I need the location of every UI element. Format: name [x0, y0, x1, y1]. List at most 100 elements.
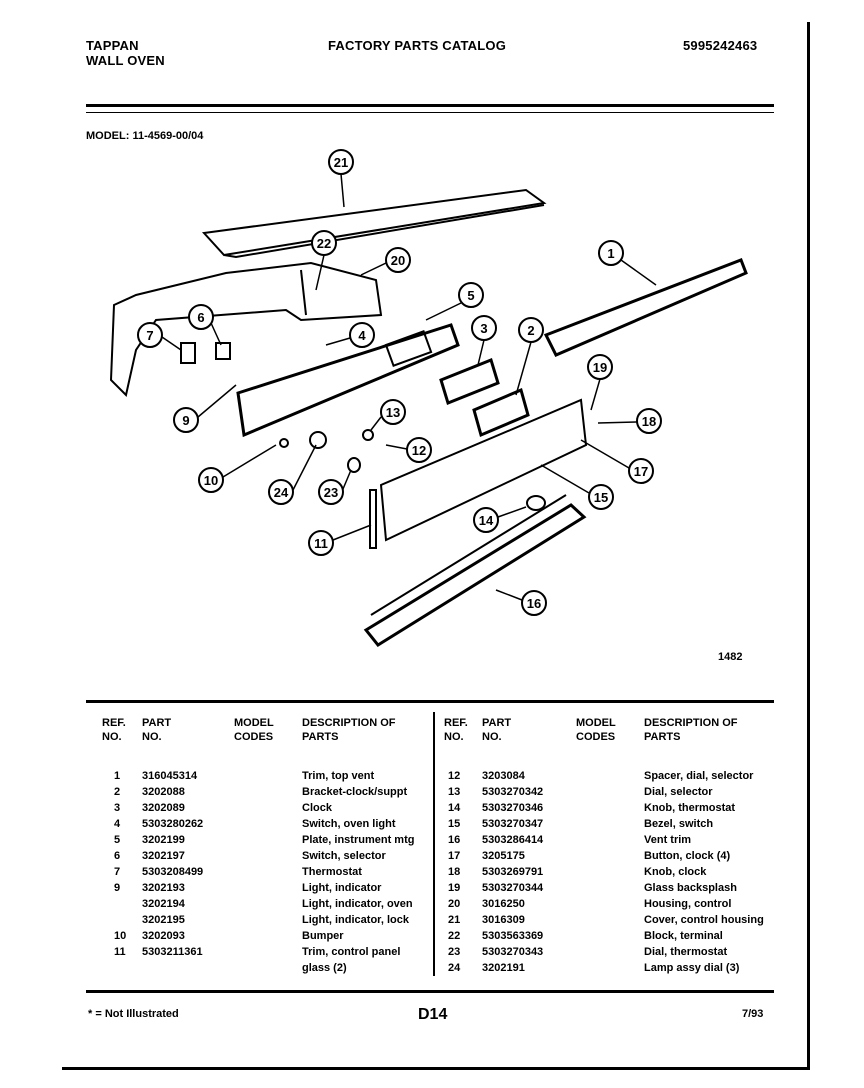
right-ref-cell: 12	[448, 770, 461, 782]
svg-text:24: 24	[274, 485, 289, 500]
footer-note: * = Not Illustrated	[88, 1008, 179, 1020]
right-ref-cell: 17	[448, 850, 461, 862]
right-desc-cell: Cover, control housing	[644, 914, 764, 926]
right-ref-cell: 13	[448, 786, 461, 798]
header-model-right: MODEL CODES	[576, 717, 616, 743]
right-ref-cell: 14	[448, 802, 461, 814]
header-part-right: PART NO.	[482, 717, 512, 743]
left-desc-cell: Switch, oven light	[302, 818, 396, 830]
page-frame	[62, 22, 810, 1070]
left-desc-cell: Plate, instrument mtg	[302, 834, 415, 846]
left-ref-cell: 5	[114, 834, 121, 846]
catalog-title: FACTORY PARTS CATALOG	[328, 38, 507, 53]
footer-rule	[86, 990, 774, 993]
left-part-cell: 3202088	[142, 786, 185, 798]
right-part-cell: 3016309	[482, 914, 525, 926]
right-ref-cell: 18	[448, 866, 461, 878]
left-part-cell: 3202093	[142, 930, 185, 942]
catalog-number: 5995242463	[683, 38, 758, 53]
left-part-cell: 3202195	[142, 914, 185, 926]
svg-text:7: 7	[146, 328, 153, 343]
left-ref-cell: 10	[114, 930, 127, 942]
svg-text:10: 10	[204, 473, 218, 488]
brand-block: TAPPAN WALL OVEN	[86, 38, 165, 68]
left-desc-cell: Trim, control panel	[302, 946, 401, 958]
svg-text:22: 22	[317, 236, 331, 251]
right-part-cell: 5303270342	[482, 786, 544, 798]
svg-text:11: 11	[314, 536, 328, 551]
svg-text:3: 3	[480, 321, 487, 336]
header-ref-right: REF. NO.	[444, 717, 468, 743]
left-part-cell: 3202193	[142, 882, 185, 894]
brand-line-1: TAPPAN	[86, 38, 139, 53]
svg-text:9: 9	[182, 413, 189, 428]
right-desc-cell: Block, terminal	[644, 930, 723, 942]
left-part-cell: 316045314	[142, 770, 198, 782]
right-desc-cell: Vent trim	[644, 834, 692, 846]
header-rule	[86, 104, 774, 113]
right-ref-cell: 15	[448, 818, 461, 830]
right-ref-cell: 16	[448, 834, 461, 846]
svg-text:18: 18	[642, 414, 656, 429]
svg-text:4: 4	[358, 328, 366, 343]
brand-line-2: WALL OVEN	[86, 53, 165, 68]
right-part-cell: 5303270347	[482, 818, 544, 830]
right-ref-cell: 21	[448, 914, 461, 926]
right-ref-cell: 22	[448, 930, 461, 942]
svg-text:20: 20	[391, 253, 405, 268]
left-desc-cell: Thermostat	[302, 866, 362, 878]
left-ref-cell: 3	[114, 802, 121, 814]
left-desc-cell: Light, indicator	[302, 882, 382, 894]
table-top-rule	[86, 700, 774, 703]
svg-text:5: 5	[467, 288, 474, 303]
left-part-cell: 3202199	[142, 834, 185, 846]
right-desc-cell: Glass backsplash	[644, 882, 737, 894]
svg-text:6: 6	[197, 310, 204, 325]
model-label: MODEL: 11-4569-00/04	[86, 130, 204, 142]
left-desc-cell: Bracket-clock/suppt	[302, 786, 408, 798]
header-desc-left: DESCRIPTION OF PARTS	[302, 717, 396, 743]
left-desc-cell: Switch, selector	[302, 850, 386, 862]
footer-date: 7/93	[742, 1008, 764, 1020]
left-part-cell: 5303280262	[142, 818, 204, 830]
left-desc-cell: Light, indicator, lock	[302, 914, 409, 926]
right-ref-cell: 24	[448, 962, 461, 974]
left-desc-cell: Trim, top vent	[302, 770, 375, 782]
left-ref-cell: 6	[114, 850, 121, 862]
svg-text:14: 14	[479, 513, 494, 528]
table-divider	[433, 712, 435, 976]
right-desc-cell: Knob, thermostat	[644, 802, 736, 814]
right-part-cell: 5303270343	[482, 946, 544, 958]
right-desc-cell: Bezel, switch	[644, 818, 714, 830]
svg-text:17: 17	[634, 464, 648, 479]
left-ref-cell: 4	[114, 818, 121, 830]
header-desc-right: DESCRIPTION OF PARTS	[644, 717, 738, 743]
header-part-left: PART NO.	[142, 717, 172, 743]
right-part-cell: 5303269791	[482, 866, 544, 878]
callout-21: 21	[334, 155, 348, 170]
right-desc-cell: Housing, control	[644, 898, 732, 910]
left-part-cell: 5303211361	[142, 946, 203, 958]
right-part-cell: 5303270346	[482, 802, 544, 814]
page-number: D14	[418, 1006, 448, 1023]
svg-text:12: 12	[412, 443, 426, 458]
left-desc-cell: Light, indicator, oven	[302, 898, 413, 910]
right-ref-cell: 20	[448, 898, 461, 910]
svg-text:1: 1	[607, 246, 614, 261]
left-desc-cell: Clock	[302, 802, 332, 814]
parts-table: REF. NO. PART NO. MODEL CODES DESCRIPTIO…	[86, 712, 776, 980]
header-model-left: MODEL CODES	[234, 717, 274, 743]
right-desc-cell: Spacer, dial, selector	[644, 770, 754, 782]
left-part-cell: 3202194	[142, 898, 185, 910]
right-ref-cell: 19	[448, 882, 461, 894]
left-part-cell: 3202089	[142, 802, 185, 814]
left-ref-cell: 9	[114, 882, 121, 894]
left-ref-cell: 1	[114, 770, 121, 782]
left-ref-cell: 2	[114, 786, 121, 798]
left-ref-cell: 11	[114, 946, 126, 958]
left-part-cell: 5303208499	[142, 866, 204, 878]
right-part-cell: 3203084	[482, 770, 525, 782]
left-desc-cell: glass (2)	[302, 962, 347, 974]
svg-text:23: 23	[324, 485, 338, 500]
right-desc-cell: Dial, thermostat	[644, 946, 728, 958]
